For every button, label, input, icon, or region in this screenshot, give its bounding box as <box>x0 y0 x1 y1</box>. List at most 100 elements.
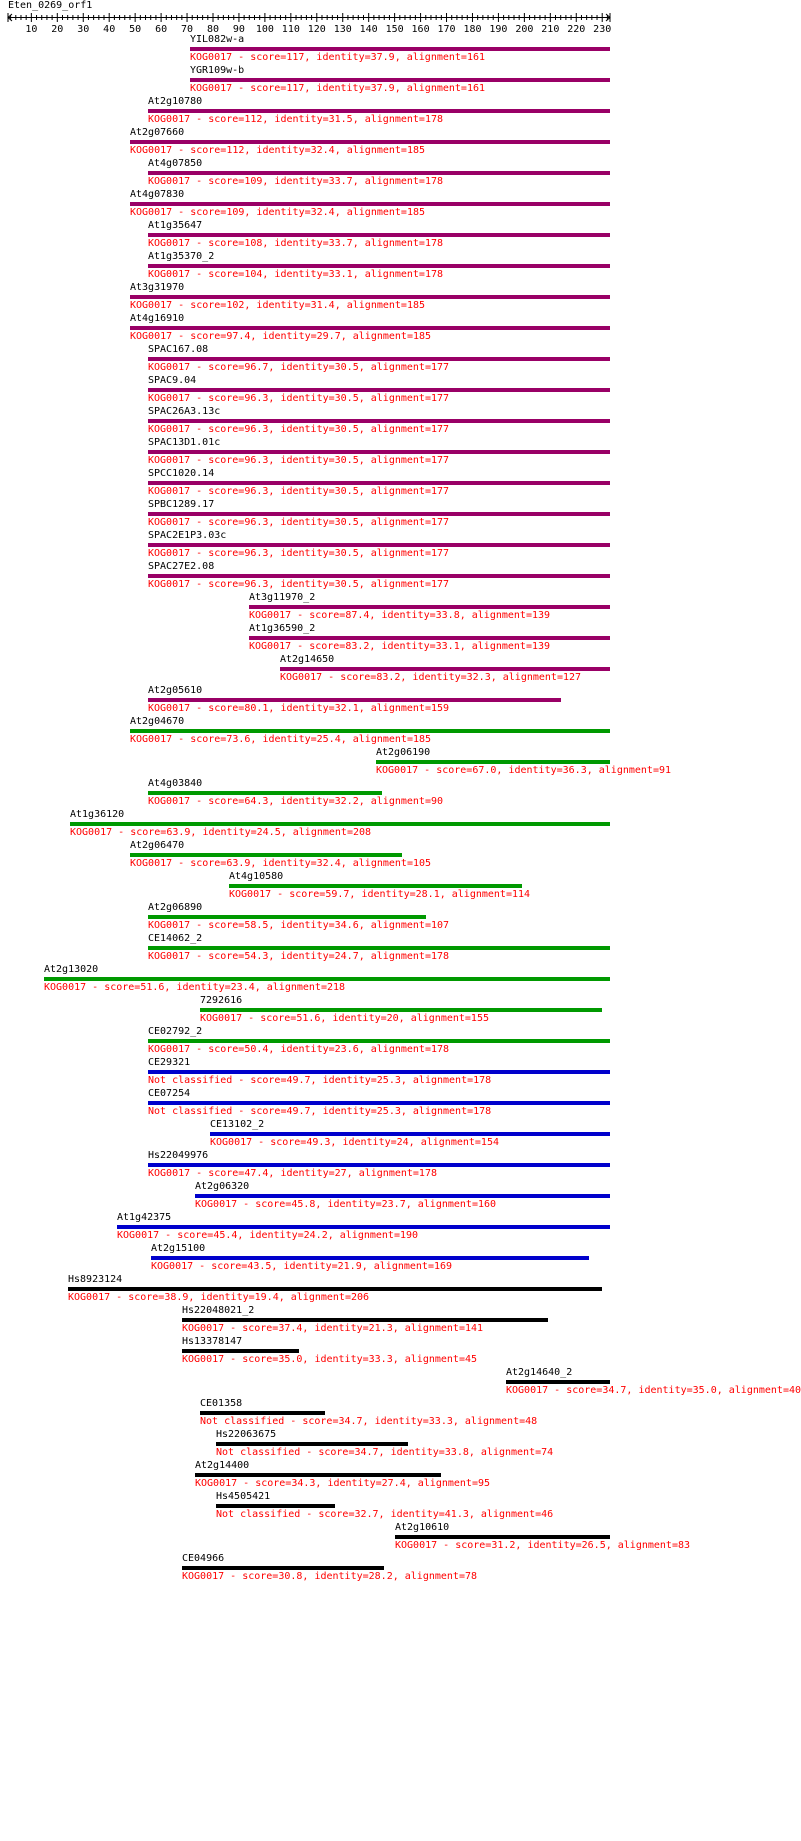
hit-bar[interactable] <box>148 1039 610 1043</box>
hit-name[interactable]: CE01358 <box>200 1398 243 1409</box>
hit-name[interactable]: At4g03840 <box>148 778 203 789</box>
hit-bar[interactable] <box>148 946 610 950</box>
hit-bar[interactable] <box>190 47 610 51</box>
hit-bar[interactable] <box>148 791 382 795</box>
hit-name[interactable]: At1g35647 <box>148 220 203 231</box>
hit-bar[interactable] <box>130 140 610 144</box>
hit-name[interactable]: At3g31970 <box>130 282 185 293</box>
hit-bar[interactable] <box>148 357 610 361</box>
hit-name[interactable]: At2g10610 <box>395 1522 450 1533</box>
hit-name[interactable]: At4g16910 <box>130 313 185 324</box>
hit-name[interactable]: CE04966 <box>182 1553 225 1564</box>
hit-bar[interactable] <box>148 233 610 237</box>
hit-bar[interactable] <box>200 1008 602 1012</box>
hit-name[interactable]: Hs13378147 <box>182 1336 243 1347</box>
hit-name[interactable]: At2g06470 <box>130 840 185 851</box>
hit-bar[interactable] <box>130 326 610 330</box>
hit-bar[interactable] <box>229 884 522 888</box>
hit-bar[interactable] <box>130 295 610 299</box>
hit-bar[interactable] <box>130 853 402 857</box>
hit-name[interactable]: At2g10780 <box>148 96 203 107</box>
hit-name[interactable]: At2g07660 <box>130 127 185 138</box>
hit-name[interactable]: At3g11970_2 <box>249 592 316 603</box>
hit-name[interactable]: CE14062_2 <box>148 933 203 944</box>
hit-bar[interactable] <box>148 388 610 392</box>
hit-name[interactable]: At2g04670 <box>130 716 185 727</box>
hit-bar[interactable] <box>195 1194 610 1198</box>
hit-bar[interactable] <box>395 1535 610 1539</box>
hit-bar[interactable] <box>130 202 610 206</box>
hit-name[interactable]: SPAC167.08 <box>148 344 209 355</box>
hit-bar[interactable] <box>182 1318 548 1322</box>
hit-name[interactable]: Hs8923124 <box>68 1274 123 1285</box>
hit-name[interactable]: At2g06890 <box>148 902 203 913</box>
hit-name[interactable]: SPCC1020.14 <box>148 468 215 479</box>
hit-name[interactable]: At4g10580 <box>229 871 284 882</box>
hit-bar[interactable] <box>148 264 610 268</box>
hit-bar[interactable] <box>148 1163 610 1167</box>
hit-bar[interactable] <box>117 1225 610 1229</box>
hit-bar[interactable] <box>148 450 610 454</box>
hit-bar[interactable] <box>148 512 610 516</box>
hit-name[interactable]: At4g07830 <box>130 189 185 200</box>
hit-name[interactable]: SPBC1289.17 <box>148 499 215 510</box>
hit-bar[interactable] <box>148 481 610 485</box>
hit-bar[interactable] <box>148 109 610 113</box>
hit-bar[interactable] <box>280 667 610 671</box>
hit-bar[interactable] <box>216 1504 335 1508</box>
hit-name[interactable]: At2g14400 <box>195 1460 250 1471</box>
hit-bar[interactable] <box>70 822 610 826</box>
hit-bar[interactable] <box>210 1132 610 1136</box>
hit-bar[interactable] <box>148 1070 610 1074</box>
hit-name[interactable]: At2g06320 <box>195 1181 250 1192</box>
hit-bar[interactable] <box>148 698 561 702</box>
hit-name[interactable]: Hs22049976 <box>148 1150 209 1161</box>
hit-name[interactable]: At2g05610 <box>148 685 203 696</box>
hit-name[interactable]: At1g35370_2 <box>148 251 215 262</box>
hit-bar[interactable] <box>195 1473 441 1477</box>
hit-name[interactable]: At4g07850 <box>148 158 203 169</box>
hit-name[interactable]: At1g36590_2 <box>249 623 316 634</box>
hit-bar[interactable] <box>249 636 610 640</box>
hit-name[interactable]: At2g06190 <box>376 747 431 758</box>
hit-bar[interactable] <box>148 574 610 578</box>
hit-bar[interactable] <box>44 977 610 981</box>
hit-bar[interactable] <box>148 171 610 175</box>
hit-bar[interactable] <box>376 760 610 764</box>
hit-name[interactable]: YIL082w-a <box>190 34 245 45</box>
